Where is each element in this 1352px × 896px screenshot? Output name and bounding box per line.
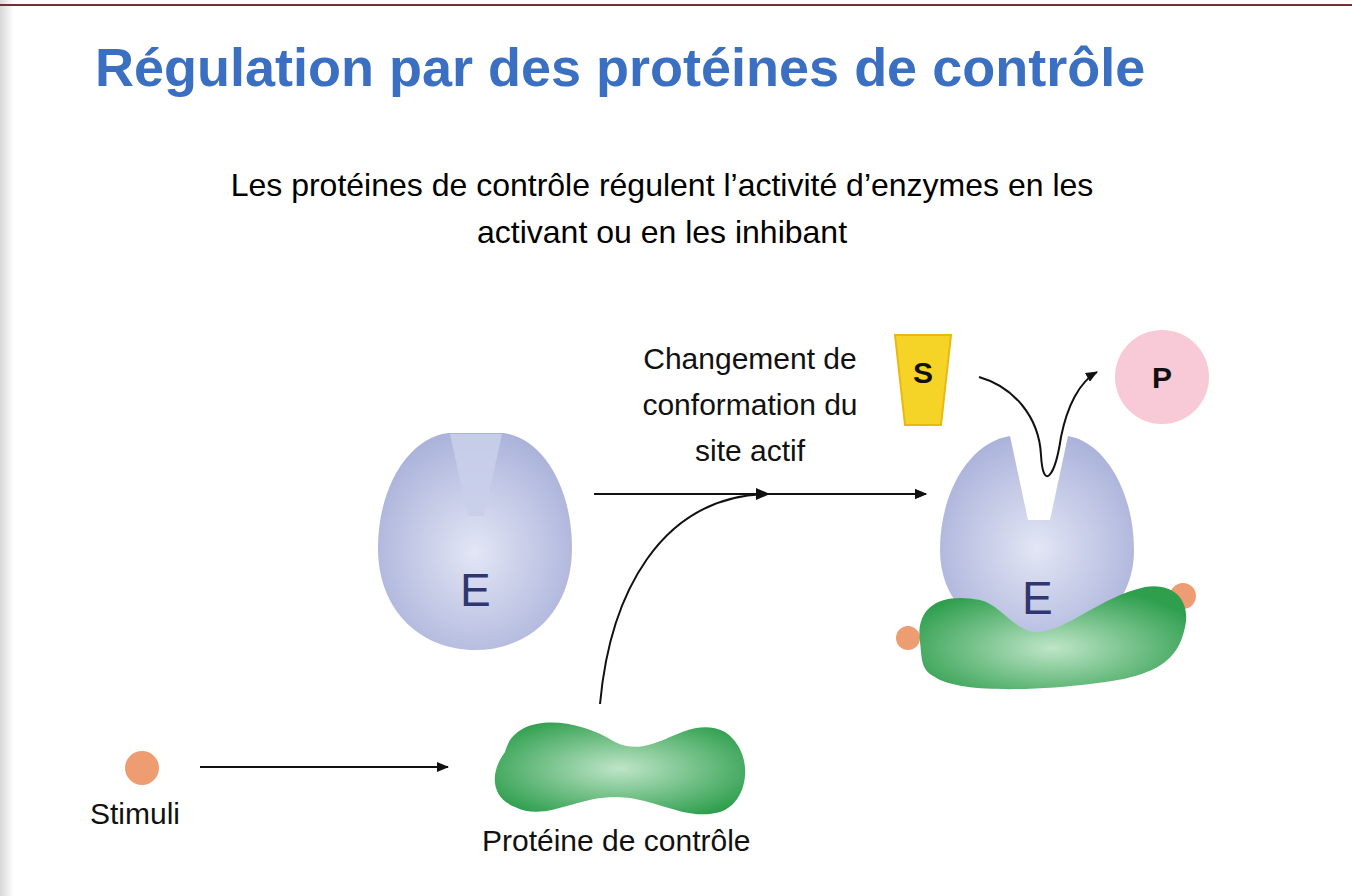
slide-subtitle: Les protéines de contrôle régulent l’act… <box>212 162 1112 256</box>
node-label: Protéine de contrôle <box>482 824 751 857</box>
slide-title: Régulation par des protéines de contrôle <box>95 36 1145 98</box>
enzyme-shape: E <box>940 432 1134 640</box>
edge-label: Changement de conformation du site actif <box>625 336 875 474</box>
node-label: P <box>1152 361 1172 394</box>
stimulus-dot-outline <box>125 751 159 785</box>
control-protein-shape: Protéine de contrôle <box>485 712 748 820</box>
node-label: E <box>460 565 491 616</box>
product-circle: P <box>1115 330 1209 424</box>
merge-arrowhead <box>756 488 770 500</box>
header-rule <box>0 4 1352 6</box>
enzyme-shape-outline <box>378 428 572 650</box>
page-edge-shadow <box>0 0 14 896</box>
node-label: E <box>1022 573 1053 624</box>
substrate-shape: S <box>895 335 951 425</box>
connector-arrow <box>600 494 926 704</box>
connector-arrow <box>200 766 448 768</box>
node-label: S <box>913 356 933 389</box>
control-protein-shape-outline <box>485 712 748 820</box>
enzyme-shape: E <box>378 428 572 650</box>
stimulus-dot: Stimuli <box>125 751 159 785</box>
node-label: Stimuli <box>90 797 180 830</box>
